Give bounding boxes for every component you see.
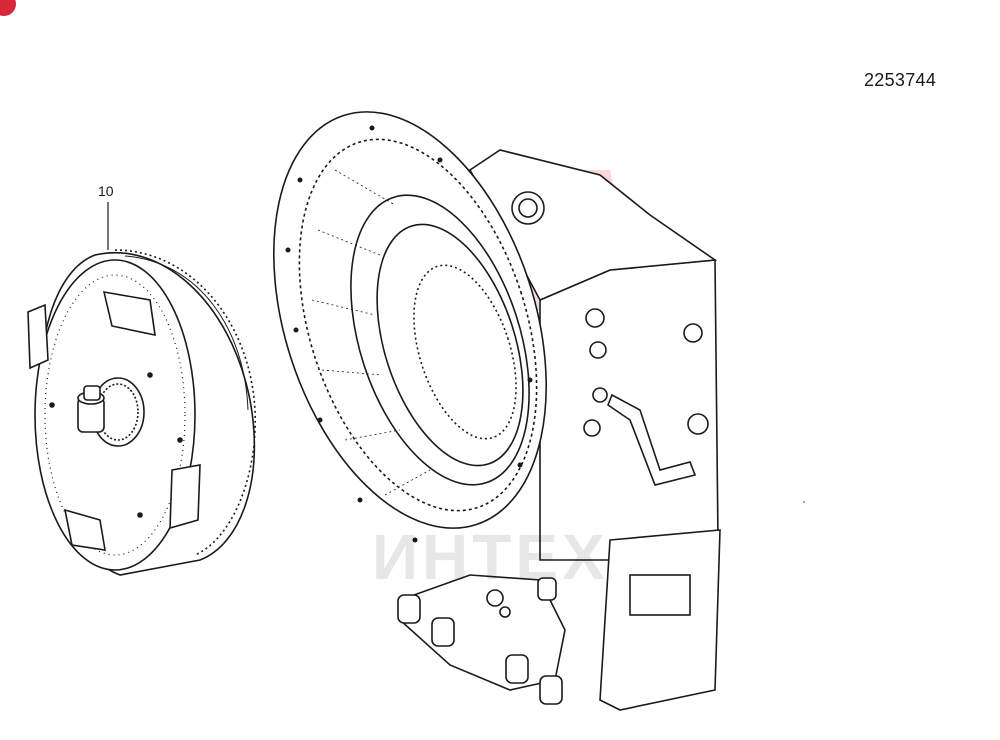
stray-mark	[803, 501, 805, 503]
transmission-housing-part	[273, 111, 721, 711]
corner-badge	[0, 0, 16, 16]
drawing-number: 2253744	[864, 70, 937, 90]
callout-label-10: 10	[98, 183, 114, 199]
watermark-text: ИНТЕХ	[372, 521, 609, 593]
torque-converter-part	[27, 202, 256, 576]
